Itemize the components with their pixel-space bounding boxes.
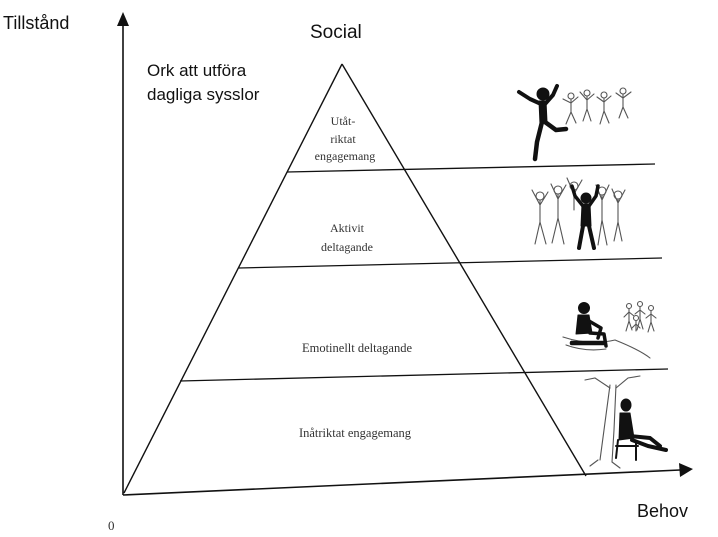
top-label: Social	[310, 22, 362, 43]
side-label-line2: dagliga sysslor	[147, 85, 260, 104]
x-axis-arrow-icon	[679, 463, 693, 477]
level-active-participation: Aktivit deltagande	[321, 221, 373, 254]
cheering-group-icon	[531, 177, 626, 250]
level-label-line: Inåtriktat engagemang	[299, 426, 412, 440]
level-label-line: Utåt-	[331, 114, 356, 128]
origin-label: 0	[108, 518, 115, 533]
level-label-line: engagemang	[315, 149, 376, 163]
x-axis-label: Behov	[637, 501, 688, 521]
jumping-crowd-icon	[517, 84, 632, 162]
level-inward-engagement: Inåtriktat engagemang	[299, 426, 412, 440]
level-divider-2	[238, 257, 663, 269]
side-label-line1: Ork att utföra	[147, 61, 247, 80]
sitting-watcher-icon	[562, 300, 657, 359]
tree-bench-icon	[584, 375, 668, 469]
level-emotional-participation: Emotinellt deltagande	[302, 341, 412, 355]
level-divider-3	[179, 368, 669, 382]
pyramid	[123, 63, 669, 494]
level-label-line: Emotinellt deltagande	[302, 341, 412, 355]
y-axis-arrow-icon	[117, 12, 129, 26]
x-axis-line	[122, 469, 681, 496]
pyramid-left-edge	[123, 63, 343, 494]
level-label-line: deltagande	[321, 240, 373, 254]
level-label-line: riktat	[330, 132, 356, 146]
level-outward-engagement: Utåt- riktat engagemang	[315, 114, 376, 163]
axes	[117, 12, 693, 496]
pyramid-right-edge	[341, 63, 587, 477]
y-axis-label: Tillstånd	[3, 13, 69, 33]
level-label-line: Aktivit	[330, 221, 365, 235]
level-divider-1	[286, 163, 656, 173]
